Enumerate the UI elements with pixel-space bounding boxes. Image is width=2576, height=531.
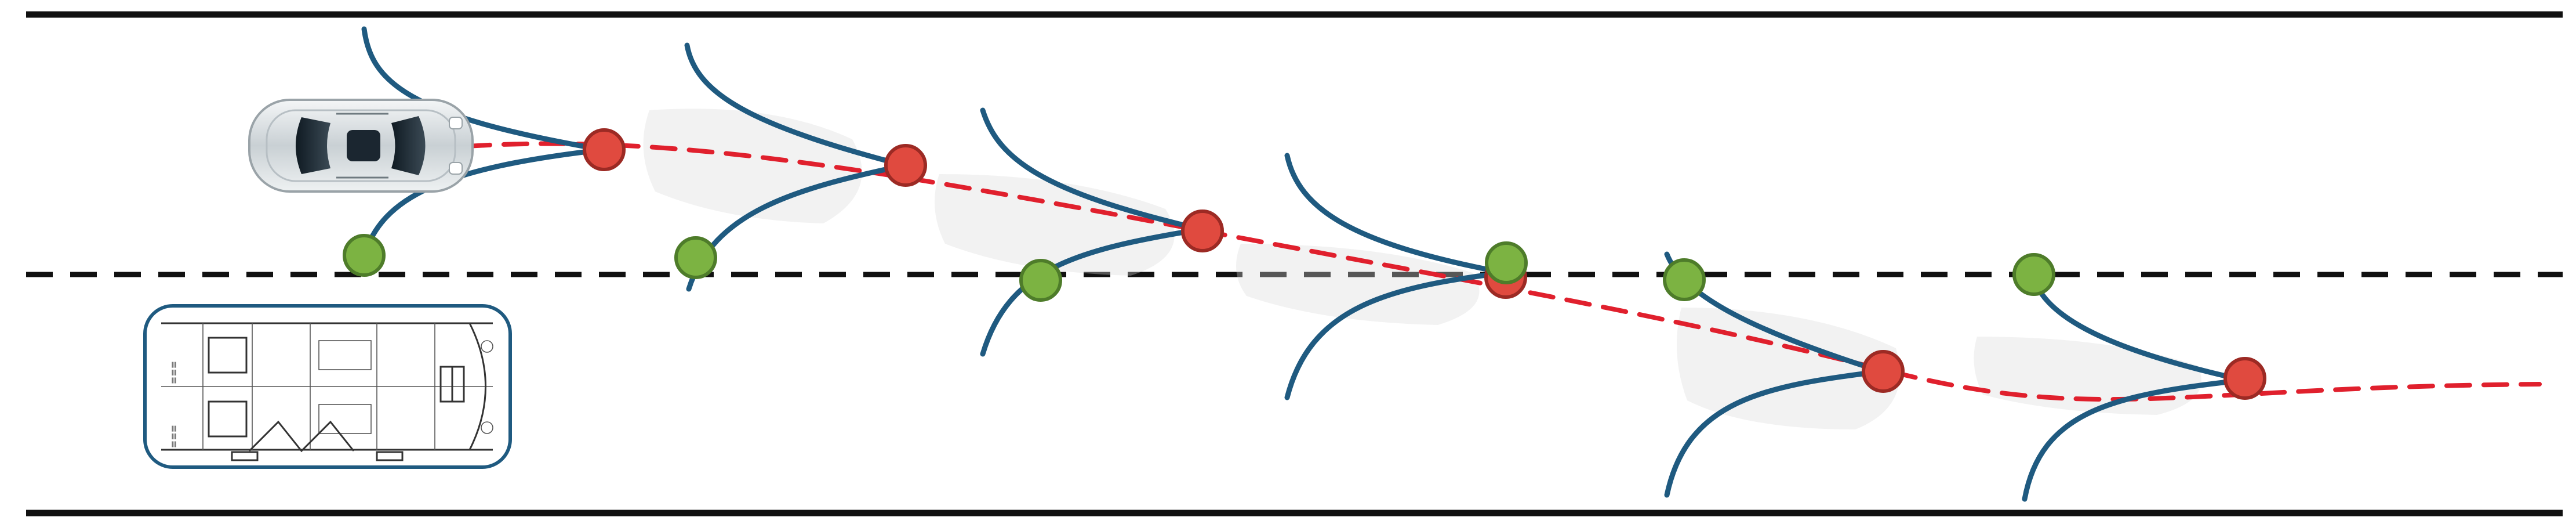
car-top-view-icon [248,99,474,193]
ego-position-marker-3 [1181,209,1224,252]
other-position-marker-4 [1485,241,1528,284]
uncertainty-shadow-2 [935,174,1175,276]
ego-position-marker-2 [884,144,927,187]
svg-text:≡≡≡: ≡≡≡ [169,425,180,448]
other-position-marker-2 [674,236,717,279]
svg-text:≡≡≡: ≡≡≡ [169,361,180,384]
road [26,11,2563,516]
predicted-trajectory [464,141,2542,402]
bus-top-view-icon: ≡≡≡ ≡≡≡ [143,304,512,469]
ego-position-marker-6 [2223,357,2266,400]
ego-position-marker-1 [583,128,626,171]
other-vehicle-points [343,234,2055,302]
uncertainty-shadow-1 [643,109,862,223]
uncertainty-shadow-3 [1236,244,1480,325]
other-position-marker-5 [1663,258,1706,301]
uncertainty-shadow-5 [1974,337,2201,415]
ego-position-marker-5 [1862,350,1905,393]
uncertainty-shadow-4 [1677,308,1900,429]
other-position-marker-1 [343,234,386,277]
other-position-marker-3 [1019,259,1062,302]
other-position-marker-6 [2012,253,2055,296]
